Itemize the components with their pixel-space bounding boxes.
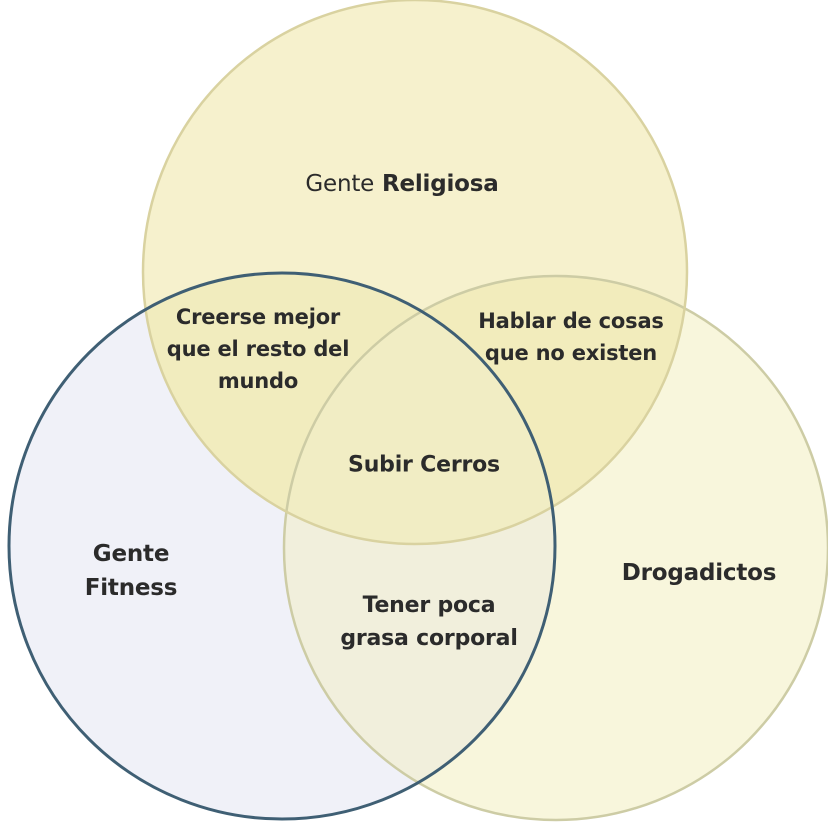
religiosa-drogadictos-label: Hablar de cosas que no existen [478, 305, 664, 369]
fitness-label-line1: Gente [92, 541, 170, 567]
religiosa-label: Gente Religiosa [305, 167, 498, 201]
fitness-label-line2: Fitness [84, 575, 178, 601]
drogadictos-label: Drogadictos [622, 556, 777, 590]
drogadictos-label-text: Drogadictos [621, 560, 777, 586]
fitness-label: Gente Fitness [85, 537, 178, 605]
religiosa-drogadictos-line2: que no existen [484, 341, 658, 365]
religiosa-fitness-line1: Creerse mejor [175, 305, 341, 329]
fitness-drogadictos-overlap [284, 276, 555, 819]
all-three-text: Subir Cerros [348, 452, 500, 478]
religiosa-fitness-line2: que el resto del [166, 337, 350, 361]
fitness-outline [7, 271, 557, 821]
religiosa-outline [141, 0, 689, 546]
all-three-label: Subir Cerros [348, 449, 500, 482]
religiosa-label-word2: Religiosa [381, 171, 499, 197]
drogadictos-outline [282, 274, 828, 822]
religiosa-fitness-label: Creerse mejor que el resto del mundo [166, 301, 350, 397]
religiosa-fitness-line3: mundo [217, 369, 299, 393]
fitness-drogadictos-line2: grasa corporal [340, 626, 518, 651]
religiosa-drogadictos-line1: Hablar de cosas [478, 309, 664, 333]
religiosa-label-word1: Gente [305, 171, 375, 197]
fitness-drogadictos-label: Tener poca grasa corporal [340, 589, 518, 655]
fitness-drogadictos-line1: Tener poca [362, 593, 496, 618]
